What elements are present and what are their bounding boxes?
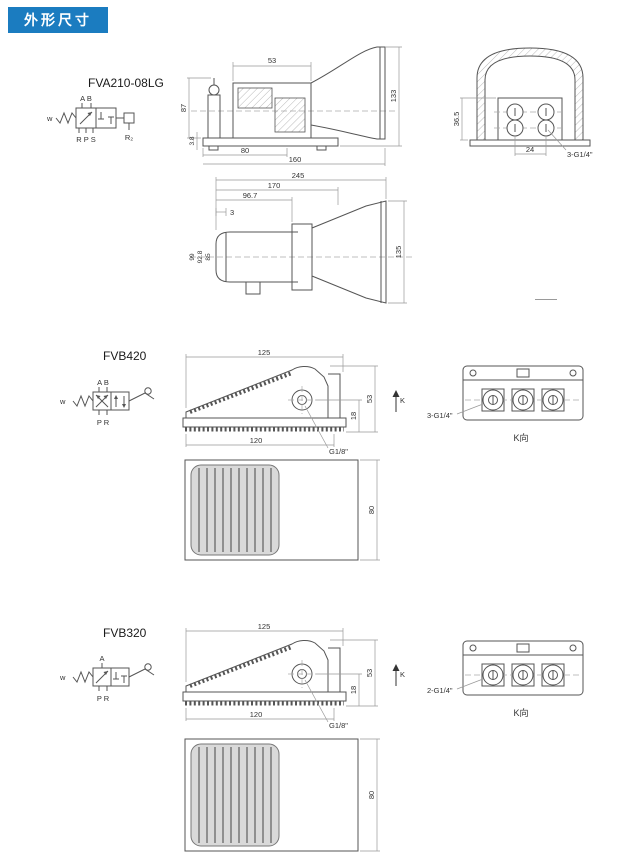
fva-symbol-body (55, 103, 135, 133)
fvb420-top-dimensions: 80 (360, 459, 380, 561)
k-direction-label: K (400, 396, 405, 405)
k-direction-label: K (400, 670, 405, 679)
dim-245-label: 245 (292, 172, 305, 180)
dim-133-label: 133 (389, 90, 398, 103)
pedal-pad (190, 743, 280, 847)
symbol-ports-bottom-label: P R (97, 418, 110, 427)
dim-92-8-label: 92.8 (197, 250, 204, 263)
dim-24-label: 24 (526, 145, 534, 154)
fvb420-top-outline (184, 459, 359, 561)
fvb320-end-labels: 2-G1/4" K向 (427, 678, 529, 718)
dim-87-label: 87 (179, 104, 188, 112)
fvb320-side-outline (182, 640, 347, 706)
fvb320-valve-symbol-icon: A P R w (59, 654, 155, 703)
fvb420-side-dimensions: 125 53 18 120 G1/8" K (185, 348, 405, 456)
dome-wall-hatch (477, 48, 583, 140)
dim-170-label: 170 (268, 181, 281, 190)
fvb420-end-view: 3-G1/4" K向 (427, 365, 584, 443)
page-title-badge: 外形尺寸 (8, 7, 108, 33)
fvb320-symbol-body (72, 663, 155, 691)
fva-side-dimensions: 53 87 133 3.8 80 160 (179, 46, 402, 166)
dim-99-label: 99 (189, 253, 196, 261)
fvb320-side-view: 125 53 18 120 G1/8" K (182, 622, 405, 730)
dim-18-label: 18 (349, 686, 358, 694)
model-label-fva210: FVA210-08LG (88, 76, 164, 90)
dim-120-label: 120 (250, 710, 263, 719)
pedal-pad (190, 464, 280, 556)
port-g18-label: G1/8" (329, 721, 348, 730)
k-view-label: K向 (513, 432, 528, 443)
fvb320-end-outline (462, 640, 584, 696)
fva-ports-label: 3-G1/4" (567, 150, 593, 159)
fvb420-top-view: 80 (184, 459, 380, 561)
symbol-spring-label: w (46, 114, 53, 123)
symbol-ports-top-label: A (99, 654, 104, 663)
fvb320-end-view: 2-G1/4" K向 (427, 640, 584, 718)
symbol-ports-bottom-label: P R (97, 694, 110, 703)
symbol-spring-label: w (59, 397, 66, 406)
fvb320-side-dimensions: 125 53 18 120 G1/8" K (185, 622, 405, 730)
symbol-pilot-label: R₂ (125, 133, 133, 142)
dim-160-label: 160 (289, 155, 302, 164)
k-direction-arrow-icon (392, 664, 400, 671)
dim-85-label: 85 (205, 253, 212, 261)
fva-plan-dimensions: 245 170 96.7 3 99 92.8 85 135 (189, 172, 407, 304)
fvb420-symbol-body (72, 387, 155, 415)
fvb320-ports-label: 2-G1/4" (427, 686, 453, 695)
dim-3-label: 3 (230, 208, 234, 217)
fvb420-side-outline (182, 366, 347, 432)
dim-80-label: 80 (367, 506, 376, 514)
dim-18-label: 18 (349, 412, 358, 420)
fvb320-top-dimensions: 80 (360, 738, 380, 852)
fva-end-dimensions: 36.5 24 3-G1/4" (452, 97, 593, 159)
k-view-label: K向 (513, 707, 528, 718)
dim-53-label: 53 (268, 56, 276, 65)
fvb320-top-view: 80 (184, 738, 380, 852)
dim-36-5-label: 36.5 (452, 112, 461, 127)
dim-120-label: 120 (250, 436, 263, 445)
dim-80-label: 80 (367, 791, 376, 799)
fvb420-valve-symbol-icon: A B P R w (59, 378, 155, 427)
symbol-spring-label: w (59, 673, 66, 682)
symbol-ports-top-label: A B (80, 94, 92, 103)
dim-80-label: 80 (241, 146, 249, 155)
dim-135-label: 135 (394, 246, 403, 259)
fva-end-view: 36.5 24 3-G1/4" (452, 47, 593, 159)
separator-dash (535, 299, 557, 300)
symbol-ports-bottom-label: R P S (76, 135, 95, 144)
fva-plan-view: 245 170 96.7 3 99 92.8 85 135 (189, 172, 412, 304)
dim-3-8-label: 3.8 (189, 136, 196, 145)
fva-plan-outline (190, 200, 412, 304)
dim-53-label: 53 (365, 669, 374, 677)
dim-125-label: 125 (258, 622, 271, 631)
fvb420-side-view: 125 53 18 120 G1/8" K (182, 348, 405, 456)
model-label-fvb420: FVB420 (103, 349, 147, 363)
fvb420-ports-label: 3-G1/4" (427, 411, 453, 420)
model-label-fvb320: FVB320 (103, 626, 147, 640)
fvb320-top-outline (184, 738, 359, 852)
fva-valve-symbol-icon: A B R P S w R₂ (46, 94, 135, 144)
dim-125-label: 125 (258, 348, 271, 357)
dim-96-7-label: 96.7 (243, 191, 258, 200)
k-direction-arrow-icon (392, 390, 400, 397)
dim-53-label: 53 (365, 395, 374, 403)
port-g18-label: G1/8" (329, 447, 348, 456)
fva-end-outline (469, 47, 591, 147)
fvb420-end-labels: 3-G1/4" K向 (427, 403, 529, 443)
fva-side-view: 53 87 133 3.8 80 160 (179, 46, 402, 166)
fva-side-outline (191, 46, 397, 151)
symbol-ports-top-label: A B (97, 378, 109, 387)
fvb420-end-outline (462, 365, 584, 421)
